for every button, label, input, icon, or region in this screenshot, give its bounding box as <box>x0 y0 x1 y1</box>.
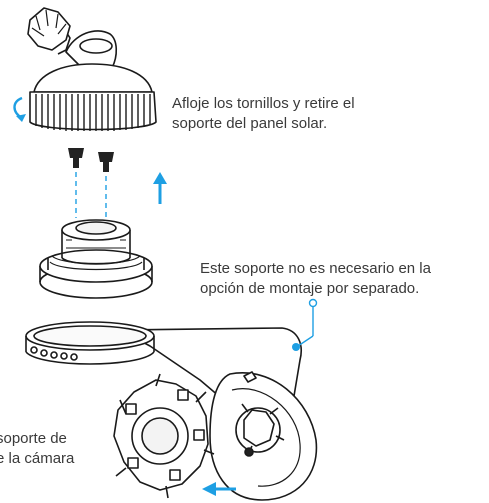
threaded-base <box>39 219 153 299</box>
rotate-arrow-icon <box>13 96 23 120</box>
callout-loosen-line-2: soporte del panel solar. <box>172 115 328 132</box>
up-arrow-icon <box>153 172 167 204</box>
screw-guide-lines <box>75 172 107 222</box>
callout-camera-mount: soporte de e la cámara <box>0 429 74 469</box>
callout-mount-line-2: opción de montaje por separado. <box>200 280 420 297</box>
callout-loosen-screws: Afloje los tornillos y retire el soporte… <box>172 94 355 134</box>
mounting-bracket <box>25 321 318 501</box>
ribbed-cap <box>29 91 157 131</box>
left-arrow-icon <box>202 482 236 496</box>
thumb-knob <box>27 7 71 51</box>
adapter-clips <box>125 389 205 481</box>
solar-panel-support <box>27 7 157 131</box>
callout-pin-icon <box>292 298 318 351</box>
screw-left-icon <box>68 148 84 168</box>
cap-dome <box>33 63 153 93</box>
rotate-arrow-head <box>16 114 26 122</box>
cap-ribs <box>35 94 151 131</box>
callout-camera-line-1: soporte de <box>0 430 67 447</box>
screw-right-icon <box>98 152 114 172</box>
callout-loosen-line-1: Afloje los tornillos y retire el <box>172 95 355 112</box>
callout-mount-line-1: Este soporte no es necesario en la <box>200 260 431 277</box>
callout-camera-line-2: e la cámara <box>0 450 75 467</box>
ring-holes <box>30 346 78 361</box>
callout-mount-not-needed: Este soporte no es necesario en la opció… <box>200 259 431 299</box>
camera-mount-adapter <box>113 373 215 499</box>
neck-collar <box>79 38 113 54</box>
